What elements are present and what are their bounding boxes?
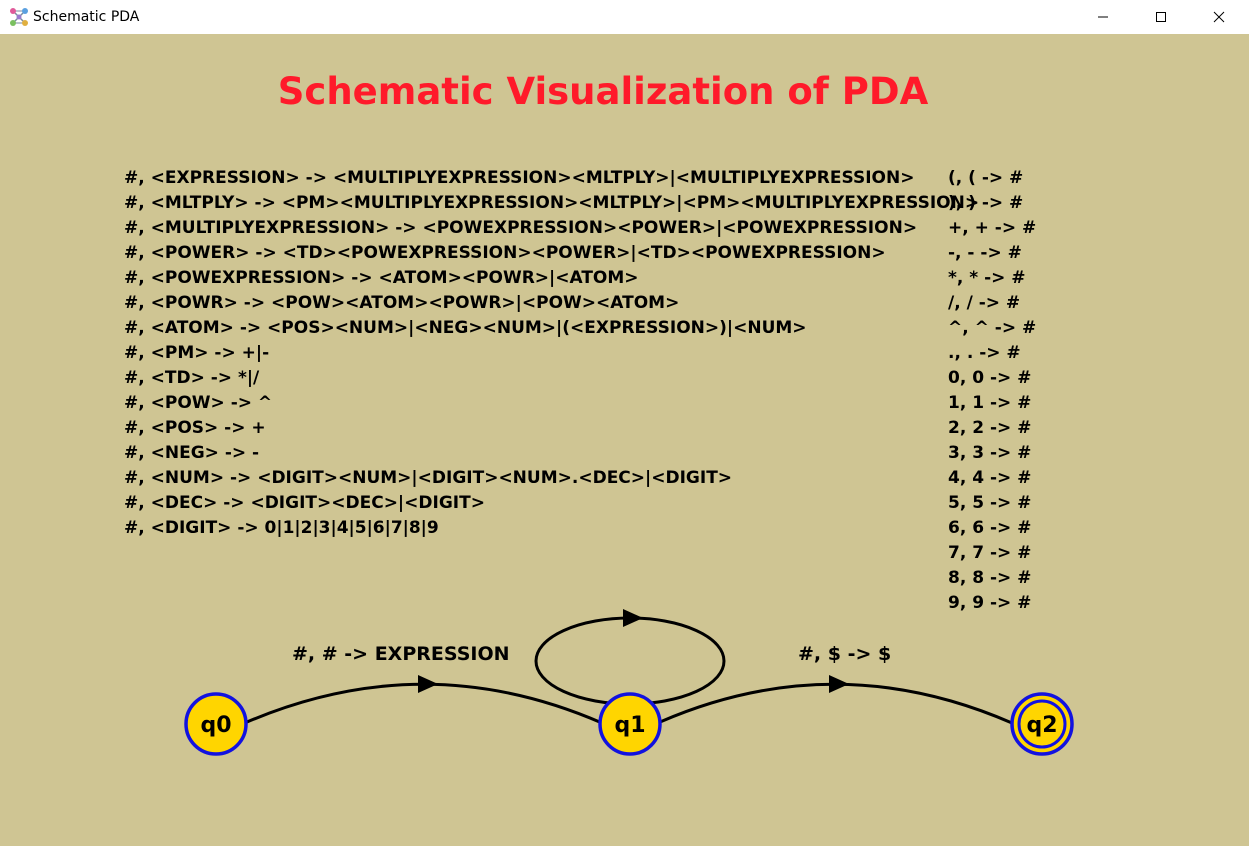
close-icon — [1213, 11, 1225, 23]
grammar-rule: #, <NEG> -> - — [124, 443, 260, 463]
transition-q1-self-loop — [534, 616, 726, 706]
grammar-rule: #, <DEC> -> <DIGIT><DEC>|<DIGIT> — [124, 493, 485, 513]
grammar-rule: #, <DIGIT> -> 0|1|2|3|4|5|6|7|8|9 — [124, 518, 439, 538]
terminal-rule: ., . -> # — [948, 343, 1021, 363]
state-label-q1: q1 — [614, 713, 645, 738]
pda-canvas: Schematic Visualization of PDA #, <EXPRE… — [0, 34, 1249, 846]
minimize-icon — [1098, 16, 1108, 18]
arrowhead-q0-q1 — [418, 675, 438, 693]
maximize-button[interactable] — [1132, 0, 1190, 34]
window-titlebar[interactable]: Schematic PDA — [0, 0, 1249, 34]
transition-q1-q2 — [659, 682, 1013, 725]
terminal-rule: 2, 2 -> # — [948, 418, 1032, 438]
terminal-rule: *, * -> # — [948, 268, 1026, 288]
arrowhead-q1-q2 — [829, 675, 849, 693]
page-title: Schematic Visualization of PDA — [277, 70, 929, 113]
grammar-rule: #, <POWER> -> <TD><POWEXPRESSION><POWER>… — [124, 243, 886, 263]
grammar-rule: #, <POWR> -> <POW><ATOM><POWR>|<POW><ATO… — [124, 293, 680, 313]
terminal-rule: +, + -> # — [948, 218, 1037, 238]
pda-state-diagram: #, # -> EXPRESSION #, $ -> $ q0 q1 q2 — [184, 609, 1074, 756]
state-q0: q0 — [184, 692, 248, 756]
terminal-rule: 8, 8 -> # — [948, 568, 1032, 588]
transition-label-q1-q2: #, $ -> $ — [798, 643, 891, 665]
terminal-rule: 1, 1 -> # — [948, 393, 1032, 413]
state-label-q0: q0 — [200, 713, 231, 738]
grammar-rule: #, <MLTPLY> -> <PM><MULTIPLYEXPRESSION><… — [124, 193, 980, 213]
grammar-rule: #, <PM> -> +|- — [124, 343, 270, 363]
maximize-icon — [1156, 12, 1166, 22]
terminal-rule: 9, 9 -> # — [948, 593, 1032, 613]
terminal-rule: 4, 4 -> # — [948, 468, 1032, 488]
grammar-rule: #, <POW> -> ^ — [124, 393, 273, 413]
terminal-rule: 6, 6 -> # — [948, 518, 1032, 538]
terminal-rule: ^, ^ -> # — [948, 318, 1037, 338]
state-label-q2: q2 — [1026, 713, 1057, 738]
grammar-rule: #, <ATOM> -> <POS><NUM>|<NEG><NUM>|(<EXP… — [124, 318, 807, 338]
terminal-rule: -, - -> # — [948, 243, 1022, 263]
terminal-rule: 7, 7 -> # — [948, 543, 1032, 563]
grammar-rule: #, <POWEXPRESSION> -> <ATOM><POWR>|<ATOM… — [124, 268, 639, 288]
close-button[interactable] — [1190, 0, 1248, 34]
minimize-button[interactable] — [1074, 0, 1132, 34]
arrowhead-q1-self-loop — [623, 609, 643, 627]
terminal-rule: ), ) -> # — [948, 193, 1024, 213]
grammar-rule: #, <POS> -> + — [124, 418, 266, 438]
grammar-rule: #, <TD> -> *|/ — [124, 368, 260, 388]
window-title: Schematic PDA — [33, 9, 140, 25]
state-q2-accepting: q2 — [1010, 692, 1074, 756]
schematic-app-icon — [10, 8, 28, 26]
terminal-rule: 3, 3 -> # — [948, 443, 1032, 463]
terminal-rule: /, / -> # — [948, 293, 1021, 313]
terminal-rule: 5, 5 -> # — [948, 493, 1032, 513]
grammar-rule: #, <EXPRESSION> -> <MULTIPLYEXPRESSION><… — [124, 168, 915, 188]
state-q1: q1 — [598, 692, 662, 756]
transition-label-q0-q1: #, # -> EXPRESSION — [292, 643, 510, 665]
grammar-rule: #, <NUM> -> <DIGIT><NUM>|<DIGIT><NUM>.<D… — [124, 468, 733, 488]
terminal-rule: 0, 0 -> # — [948, 368, 1032, 388]
grammar-rule: #, <MULTIPLYEXPRESSION> -> <POWEXPRESSIO… — [124, 218, 918, 238]
terminal-rule: (, ( -> # — [948, 168, 1024, 188]
